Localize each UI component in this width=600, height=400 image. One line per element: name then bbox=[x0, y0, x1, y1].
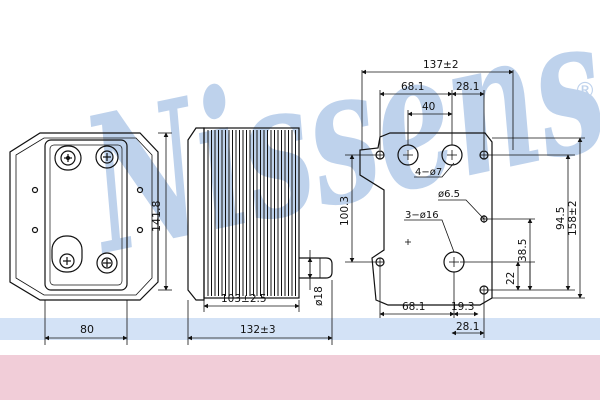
front-inner-flange bbox=[15, 137, 153, 296]
cooling-fins bbox=[207, 130, 296, 296]
bolt-right-2 bbox=[136, 226, 144, 234]
port-top-right bbox=[95, 145, 119, 169]
flange-height-100: 100.3 bbox=[339, 196, 351, 226]
side-core bbox=[203, 127, 300, 299]
flange-bottom-28: 28.1 bbox=[456, 321, 479, 333]
side-dimensions bbox=[187, 250, 333, 345]
flange-spacing-40: 40 bbox=[422, 101, 435, 113]
flange-height-38: 38.5 bbox=[517, 239, 529, 262]
blue-band bbox=[0, 318, 600, 340]
flange-height-22: 22 bbox=[505, 272, 517, 285]
front-outline bbox=[9, 132, 159, 301]
flange-height-94: 94.5 bbox=[555, 207, 567, 230]
flange-outline bbox=[359, 132, 493, 306]
bolt-left-1 bbox=[31, 186, 39, 194]
side-overall-length-label: 132±3 bbox=[240, 324, 276, 336]
front-view bbox=[9, 132, 159, 301]
side-nozzle bbox=[299, 257, 333, 279]
watermark-registered: ® bbox=[574, 79, 596, 104]
flange-holes-3: 3−ø16 bbox=[405, 210, 439, 221]
flange-top-68: 68.1 bbox=[401, 81, 424, 93]
flange-width-137: 137±2 bbox=[423, 59, 459, 71]
flange-top-28: 28.1 bbox=[456, 81, 479, 93]
side-core-length-label: 103±2.5 bbox=[221, 293, 267, 305]
port-bottom-left bbox=[51, 235, 83, 273]
front-core bbox=[44, 139, 128, 291]
flange-bottom-19: 19.3 bbox=[451, 301, 474, 313]
bolt-right-1 bbox=[136, 186, 144, 194]
pink-band bbox=[0, 355, 600, 400]
flange-dimensions bbox=[345, 69, 585, 338]
port-bottom-right bbox=[96, 252, 118, 274]
bolt-left-2 bbox=[31, 226, 39, 234]
front-dimensions bbox=[44, 132, 172, 345]
flange-height-158: 158±2 bbox=[567, 200, 579, 236]
side-view bbox=[187, 127, 333, 301]
flange-bottom-68: 68.1 bbox=[402, 301, 425, 313]
front-core-inner bbox=[49, 144, 123, 286]
port-top-left bbox=[54, 145, 82, 171]
side-nozzle-label: ø18 bbox=[313, 286, 325, 306]
flange-holes-4: 4−ø7 bbox=[415, 167, 442, 178]
flange-hole-6-5: ø6.5 bbox=[438, 189, 460, 200]
front-height-label: 141.8 bbox=[150, 201, 163, 233]
flange-hole-mid bbox=[480, 215, 488, 223]
front-width-label: 80 bbox=[80, 323, 94, 336]
